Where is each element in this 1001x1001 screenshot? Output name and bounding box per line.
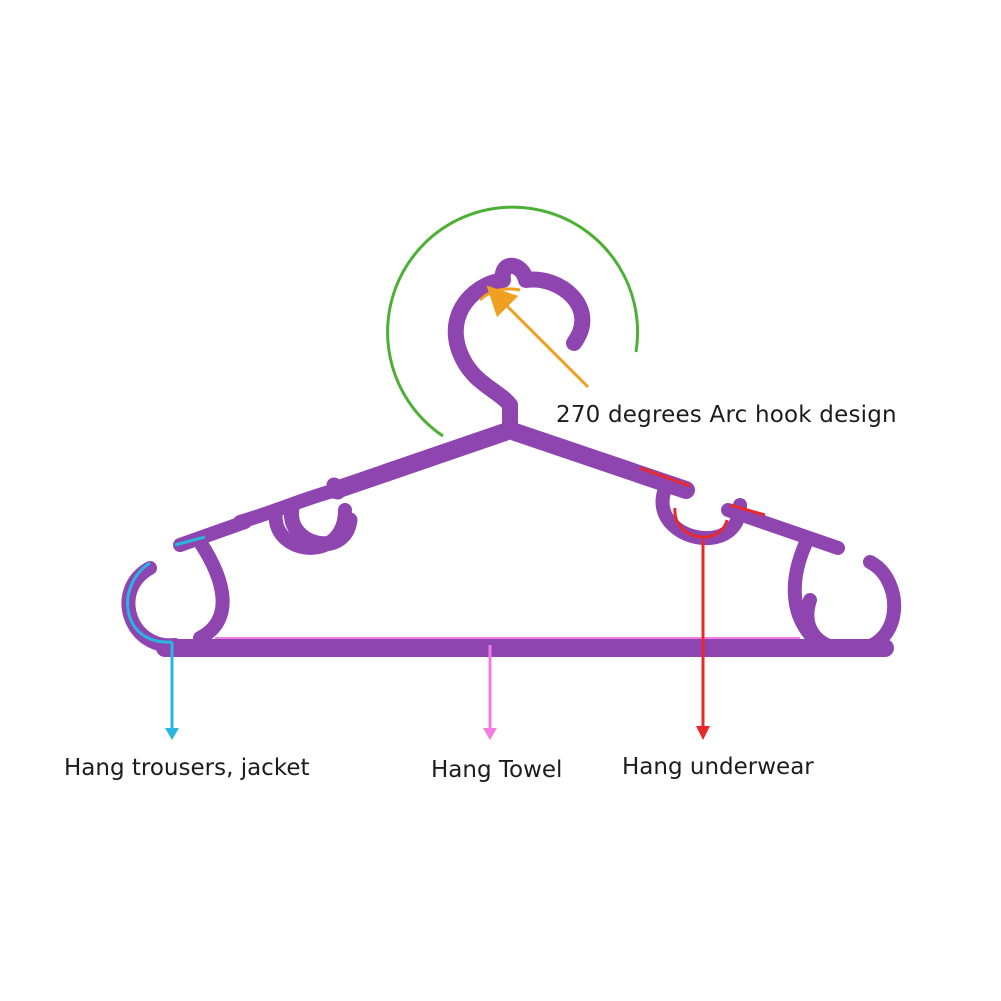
- towel-arrowhead: [483, 728, 497, 740]
- underwear-arrowhead: [696, 726, 710, 740]
- trousers-annotation-label: Hang trousers, jacket: [64, 757, 310, 780]
- trousers-arrowhead: [165, 728, 179, 740]
- underwear-annotation-label: Hang underwear: [622, 756, 814, 779]
- left-shoulder: [336, 432, 505, 490]
- hook-annotation-label: 270 degrees Arc hook design: [556, 404, 897, 427]
- right-hook-loop: [807, 562, 894, 650]
- right-shoulder: [515, 432, 686, 490]
- left-drop: [200, 542, 223, 638]
- hanger: [128, 266, 894, 650]
- towel-annotation-label: Hang Towel: [431, 759, 562, 782]
